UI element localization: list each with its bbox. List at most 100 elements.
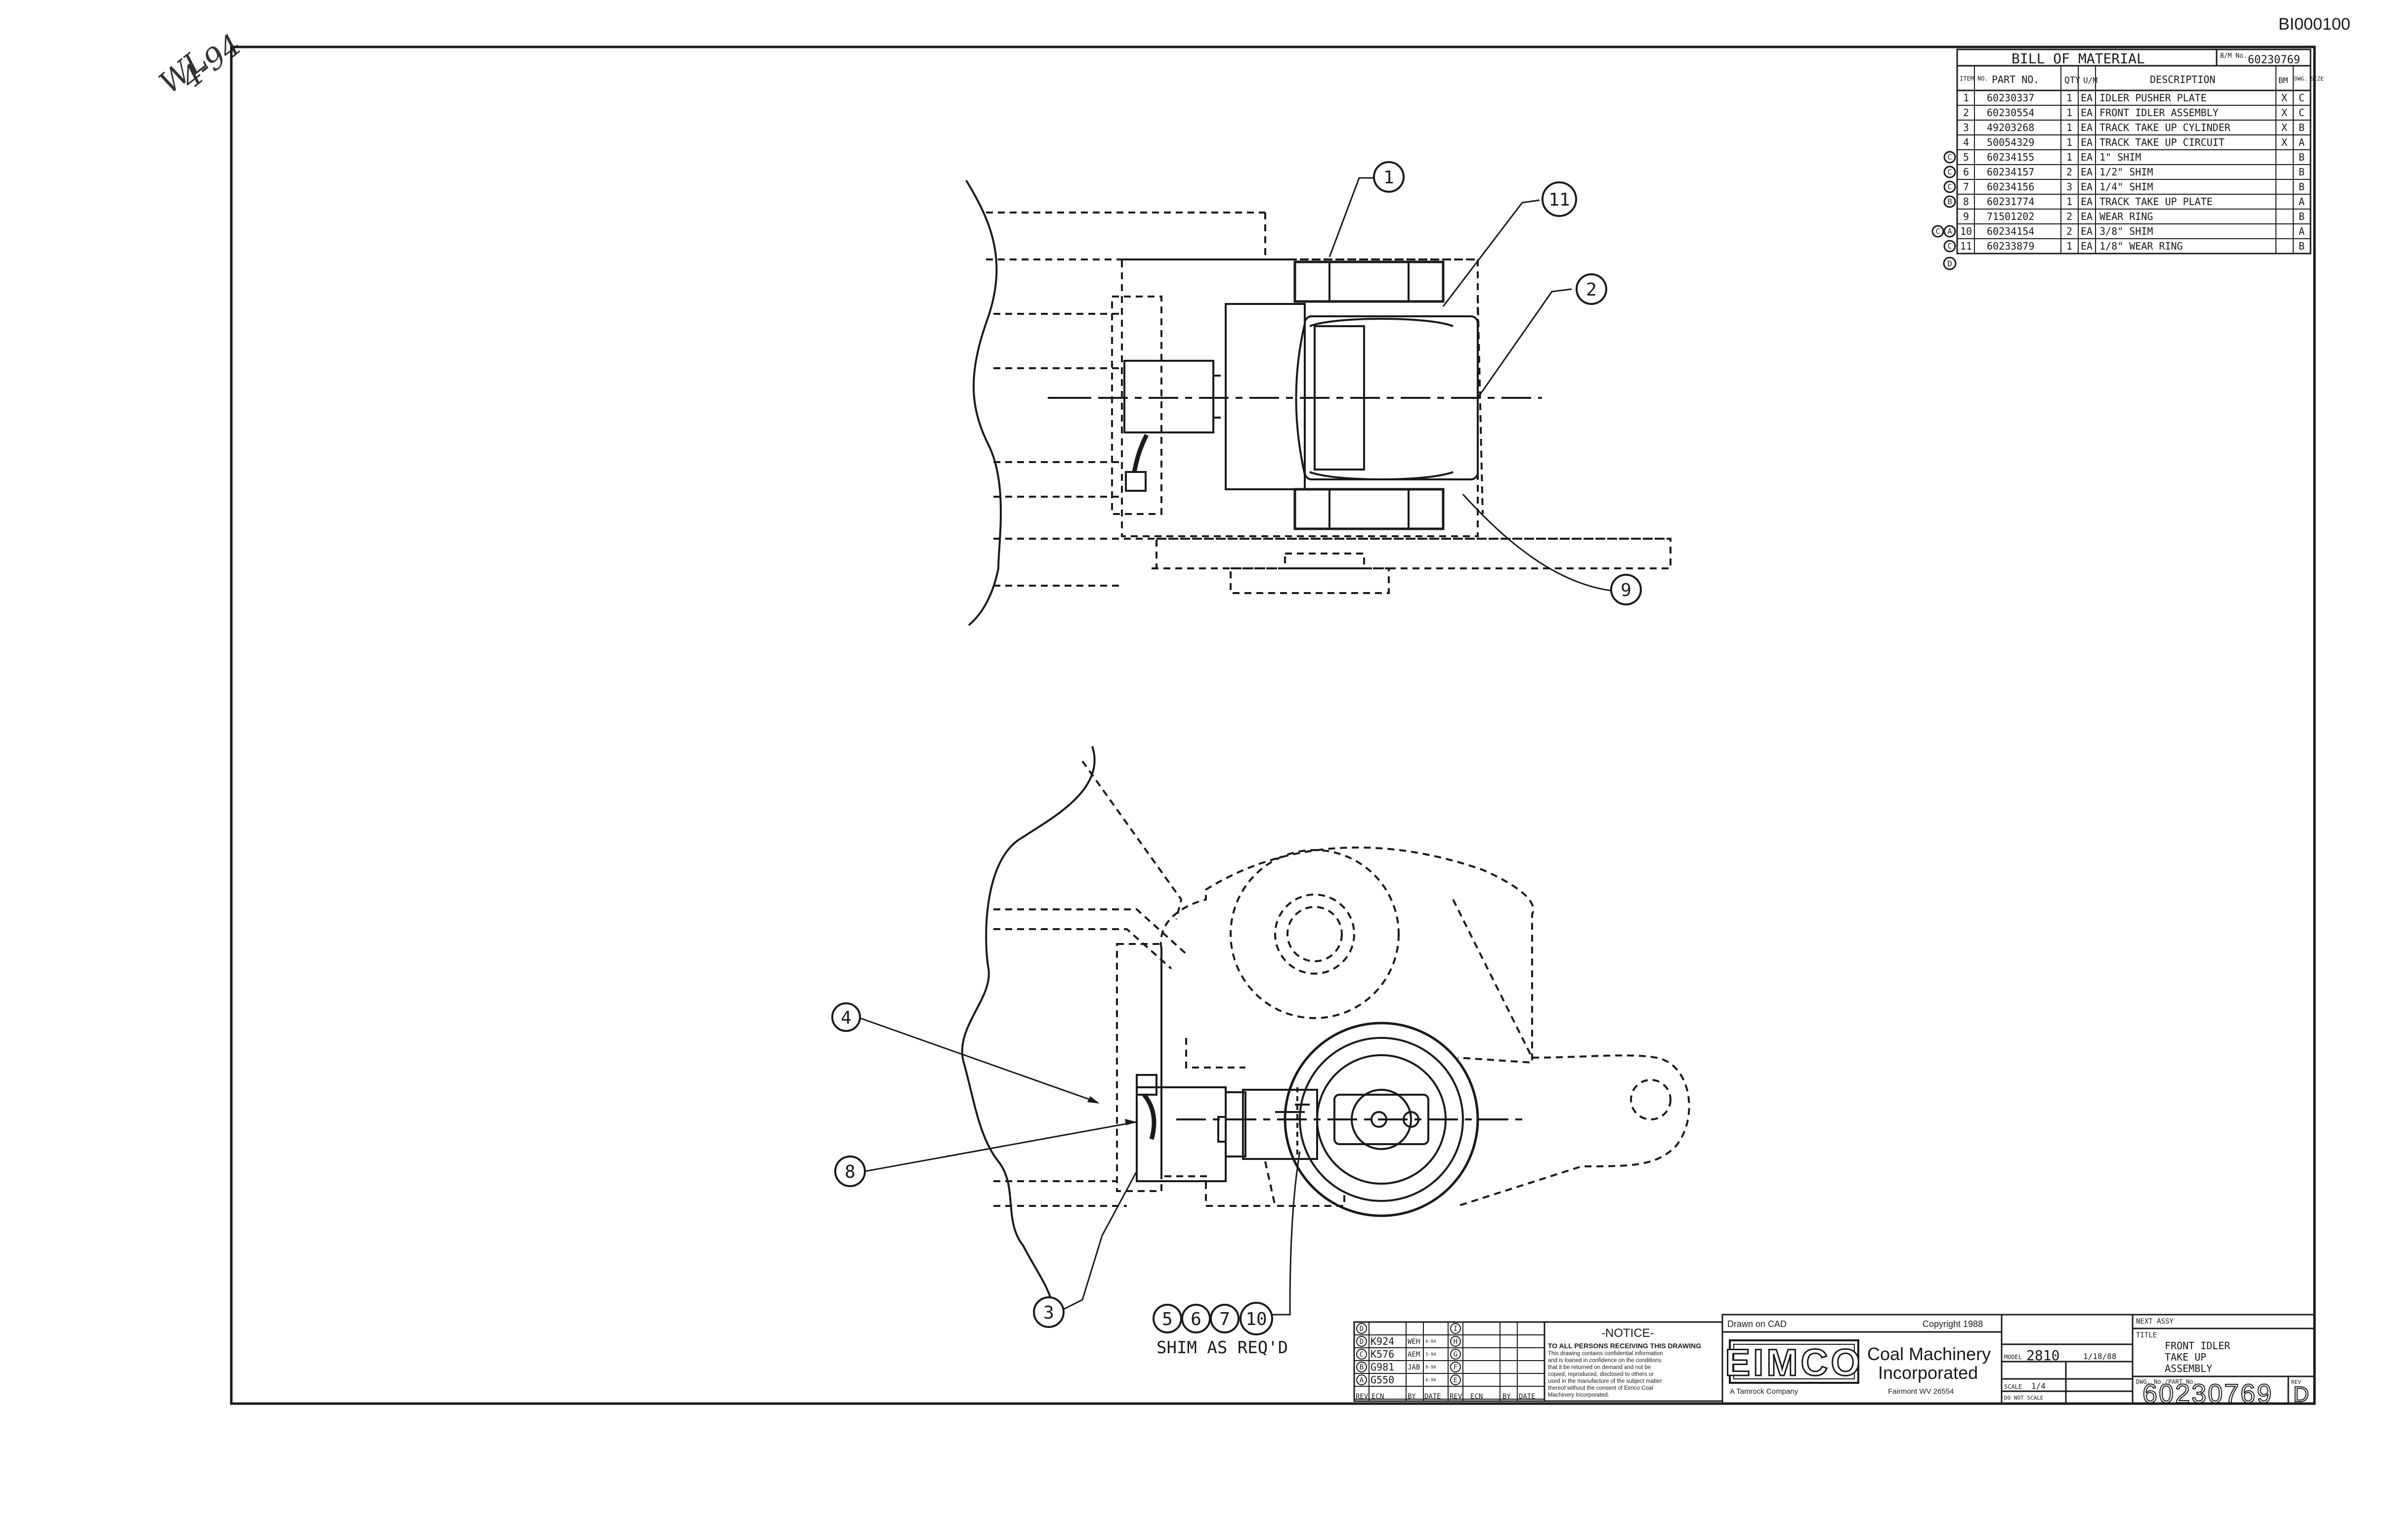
- bom-cell-item: 10: [1960, 225, 1972, 237]
- callouts-bottom: [831, 1002, 1273, 1335]
- bom-cell-item: 8: [1963, 196, 1969, 208]
- bom-cell-dwg: B: [2299, 240, 2305, 252]
- bom-cell-part: 60234157: [1987, 166, 2034, 178]
- bom-cell-desc: TRACK TAKE UP CIRCUIT: [2099, 136, 2225, 148]
- eimco-logo: EIMCO: [1725, 1342, 1863, 1384]
- bom-rev-marker: B: [1947, 197, 1952, 206]
- rev-value: D: [2293, 1382, 2309, 1407]
- title-block: [1721, 1314, 2315, 1405]
- shim-note: SHIM AS REQ'D: [1156, 1338, 1288, 1358]
- rev-letter-right: F: [1454, 1364, 1457, 1371]
- bom-cell-desc: WEAR RING: [2099, 211, 2153, 222]
- notice-line: that it be returned on demand and not be: [1548, 1365, 1651, 1370]
- bom-cell-part: 60233879: [1987, 240, 2034, 252]
- bom-header-part: PART NO.: [1992, 74, 2039, 86]
- bom-cell-desc: TRACK TAKE UP PLATE: [2099, 196, 2213, 208]
- bom-cell-item: 11: [1960, 240, 1972, 252]
- callout-label-1: 1: [1383, 168, 1394, 188]
- rev-date: 3-94: [1425, 1352, 1436, 1357]
- top-view: [965, 179, 1671, 626]
- bom-cell-qty: 1: [2066, 92, 2072, 104]
- rev-letter: B: [1360, 1364, 1364, 1371]
- rev-footer-label: BY: [1408, 1393, 1416, 1401]
- callout-item-3: [1033, 1296, 1065, 1328]
- shim-label-6: 6: [1191, 1309, 1201, 1329]
- company-line2: Incorporated: [1878, 1363, 1978, 1383]
- notice-line: thereof without the consent of Eimco Coa…: [1548, 1385, 1653, 1391]
- document-id: BI000100: [2278, 15, 2351, 34]
- bom-cell-bm: X: [2281, 122, 2287, 133]
- bom-cell-desc: IDLER PUSHER PLATE: [2099, 92, 2207, 104]
- bom-cell-dwg: B: [2299, 122, 2305, 133]
- bom-cell-part: 60234154: [1987, 225, 2034, 237]
- bom-cell-dwg: B: [2299, 211, 2305, 222]
- bom-title: BILL OF MATERIAL: [2012, 50, 2145, 67]
- bom-header-item: ITEM NO.: [1960, 75, 1988, 82]
- bom-cell-qty: 3: [2066, 181, 2072, 193]
- bom-trailing-rev: D: [1947, 259, 1952, 268]
- callout-shim-7: [1210, 1304, 1240, 1333]
- bom-cell-dwg: B: [2299, 181, 2305, 193]
- scale-value: 1/4: [2031, 1381, 2046, 1391]
- bom-cell-item: 9: [1963, 211, 1969, 222]
- bom-cell-item: 6: [1963, 166, 1969, 178]
- bom-cell-qty: 2: [2066, 211, 2072, 222]
- bom-cell-qty: 1: [2066, 107, 2072, 119]
- shim-label-7: 7: [1219, 1309, 1230, 1329]
- callout-item-2: [1576, 273, 1607, 305]
- rev-date: 4-94: [1425, 1339, 1436, 1344]
- bom-cell-item: 2: [1963, 107, 1969, 119]
- rev-ecn: K576: [1370, 1348, 1394, 1360]
- bom-cell-item: 3: [1963, 122, 1969, 133]
- drawing-date: 1/18/88: [2083, 1352, 2116, 1361]
- rev-ecn: K924: [1370, 1335, 1394, 1347]
- bom-cell-qty: 1: [2066, 196, 2072, 208]
- bom-cell-desc: 1" SHIM: [2099, 151, 2141, 163]
- notice-line: copied, reproduced, disclosed to others …: [1548, 1371, 1654, 1377]
- bom-cell-um: EA: [2081, 107, 2093, 119]
- bom-cell-qty: 2: [2066, 225, 2072, 237]
- callout-label-9: 9: [1621, 580, 1631, 600]
- rev-footer-label: REV: [1450, 1393, 1462, 1401]
- bom-cell-item: 7: [1963, 181, 1969, 193]
- copyright: Copyright 1988: [1923, 1319, 1983, 1329]
- bom-cell-bm: X: [2281, 136, 2287, 148]
- bom-rev-marker: C: [1947, 242, 1952, 251]
- bom-cell-desc: FRONT IDLER ASSEMBLY: [2099, 107, 2219, 119]
- callouts-top: [1373, 161, 1642, 605]
- callout-label-4: 4: [841, 1008, 852, 1028]
- bom-rev-marker: C: [1947, 168, 1952, 176]
- bom-cell-qty: 2: [2066, 166, 2072, 178]
- bom-cell-um: EA: [2081, 225, 2093, 237]
- model-value: 2810: [2026, 1347, 2059, 1364]
- callout-item-4: [831, 1002, 861, 1032]
- rev-letter: D: [1360, 1338, 1364, 1346]
- company-line1: Coal Machinery: [1867, 1344, 1991, 1364]
- rev-date: 8-90: [1425, 1365, 1436, 1370]
- callout-label-2: 2: [1586, 280, 1597, 300]
- bom-cell-dwg: C: [2299, 107, 2305, 119]
- rev-ecn: G550: [1370, 1374, 1394, 1386]
- bom-cell-dwg: A: [2299, 225, 2305, 237]
- bom-cell-desc: 1/4" SHIM: [2099, 181, 2153, 193]
- notice-line: TO ALL PERSONS RECEIVING THIS DRAWING: [1548, 1342, 1701, 1350]
- bom-cell-um: EA: [2081, 240, 2093, 252]
- drawn-on-cad: Drawn on CAD: [1727, 1319, 1787, 1329]
- notice-line: Machinery Incorporated.: [1548, 1392, 1609, 1398]
- bom-cell-dwg: B: [2299, 151, 2305, 163]
- callout-item-9: [1610, 574, 1642, 605]
- bom-cell-um: EA: [2081, 151, 2093, 163]
- rev-by: AEM: [1408, 1351, 1420, 1359]
- bom-cell-um: EA: [2081, 136, 2093, 148]
